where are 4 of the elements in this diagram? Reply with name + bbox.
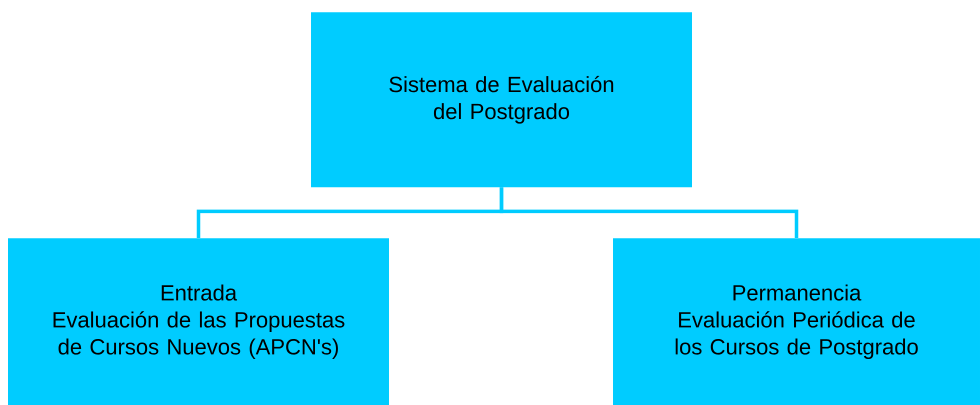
- connector-line: [500, 187, 798, 238]
- process-box: Permanencia Evaluación Periódica de los Cursos de Postgrado: [613, 238, 980, 405]
- process-box: Sistema de Evaluación del Postgrado: [311, 12, 692, 188]
- process-box: Entrada Evaluación de las Propuestas de Cursos Nuevos (APCN's): [8, 238, 389, 405]
